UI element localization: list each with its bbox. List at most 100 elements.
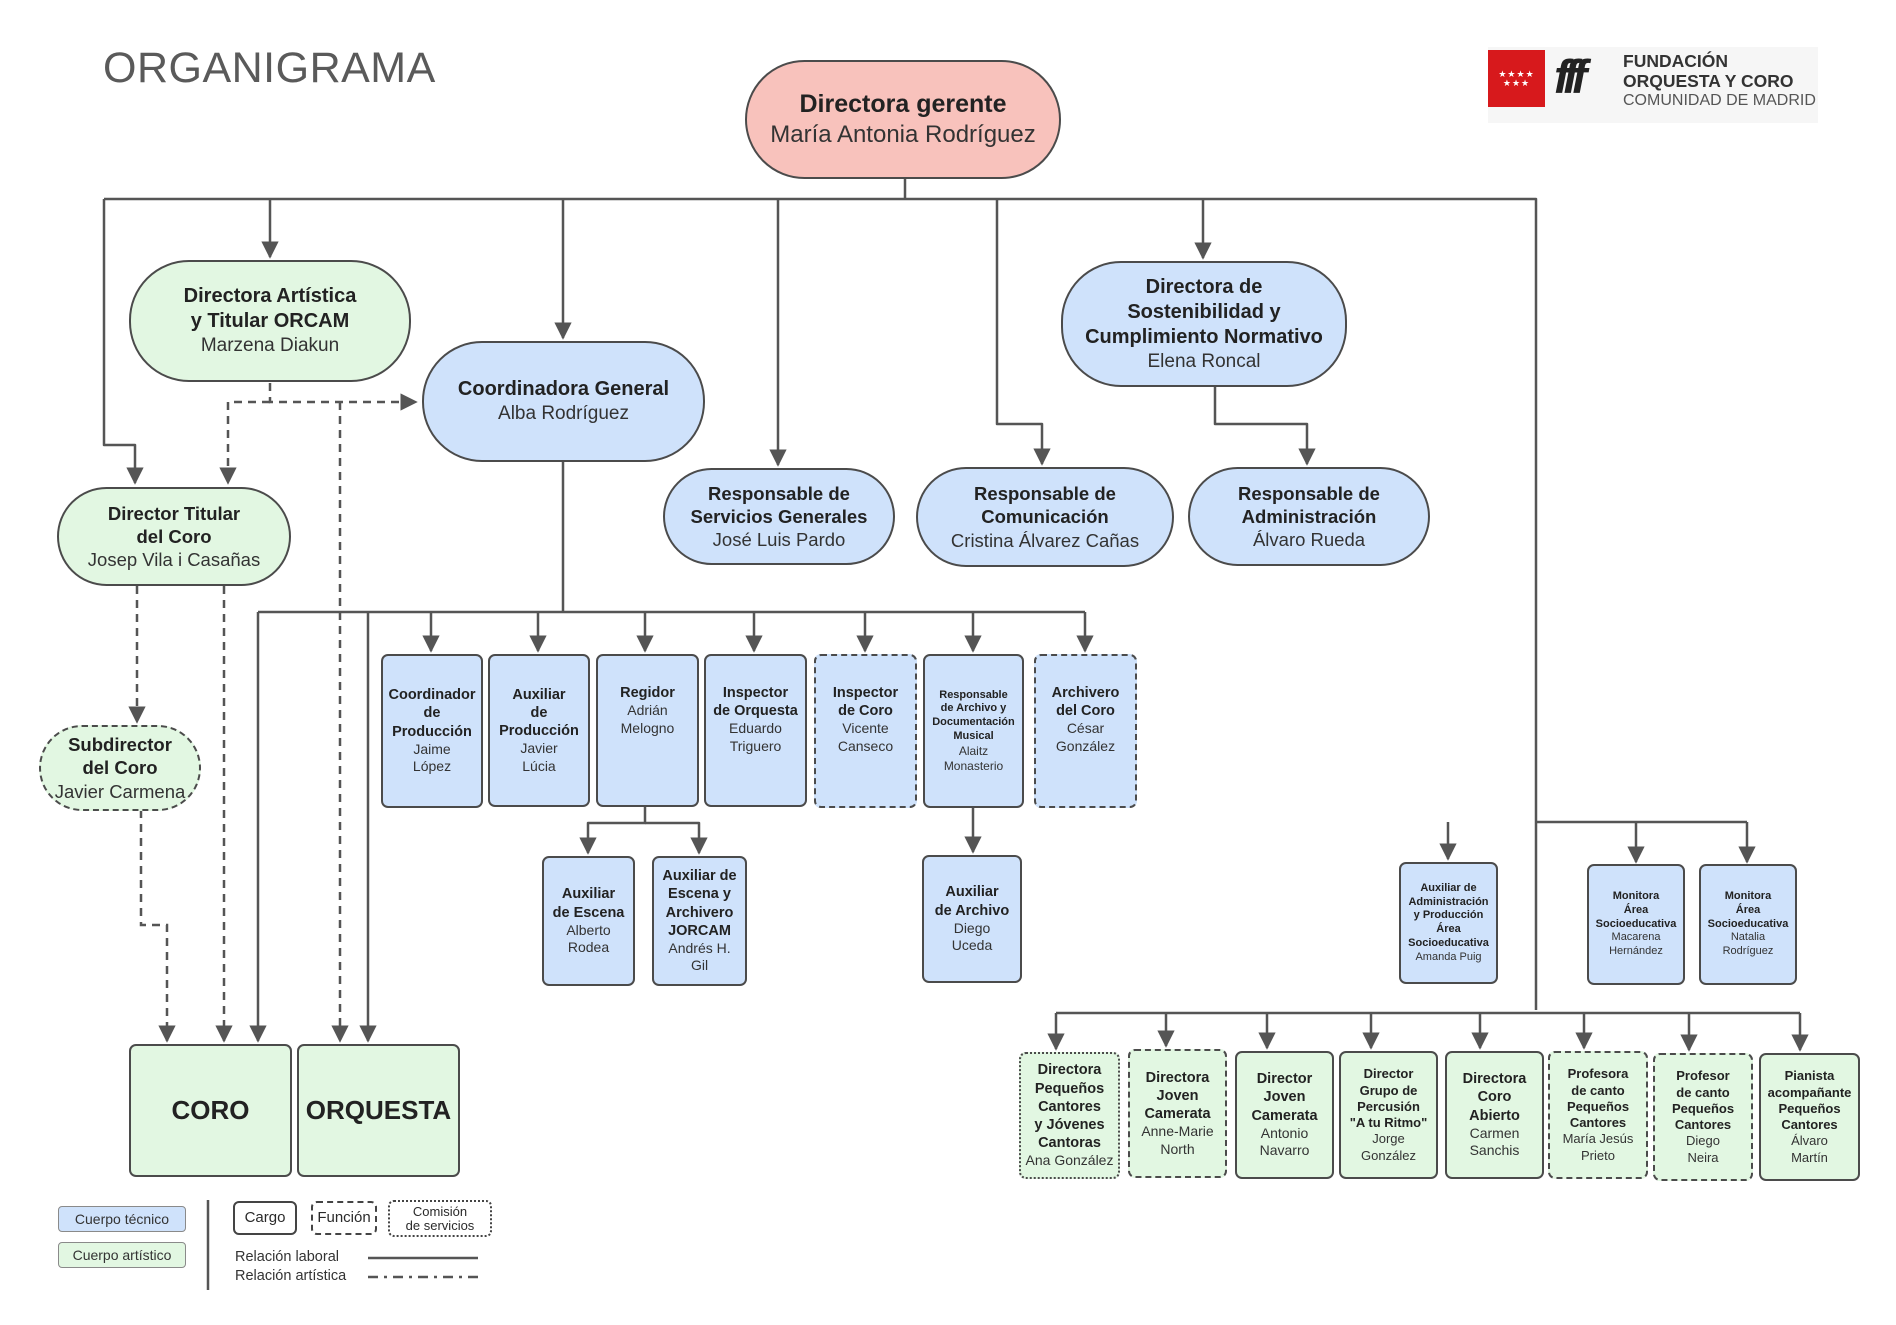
node-directora-joven-camerata: Directora Joven Camerata Anne-Marie Nort…	[1128, 1049, 1227, 1178]
node-title: Responsable de Administración	[1238, 482, 1380, 527]
node-title: Regidor	[620, 685, 675, 701]
node-title: Directora Coro Abierto	[1462, 1071, 1527, 1124]
node-monitora-socioeducativa-1: Monitora Área Socioeducativa Macarena He…	[1587, 864, 1685, 985]
node-auxiliar-produccion: Auxiliar de Producción Javier Lúcia	[488, 654, 590, 807]
node-name: Marzena Diakun	[200, 335, 340, 357]
node-name: Álvaro Rueda	[1252, 529, 1366, 551]
node-title: Directora gerente	[799, 89, 1007, 118]
node-name: Adrián Melogno	[620, 702, 675, 736]
node-name: Carmen Sanchis	[1469, 1124, 1520, 1159]
node-profesora-canto: Profesora de canto Pequeños Cantores Mar…	[1548, 1051, 1648, 1179]
node-directora-gerente: Directora gerente María Antonia Rodrígue…	[745, 60, 1061, 179]
node-auxiliar-escena: Auxiliar de Escena Alberto Rodea	[542, 856, 635, 986]
node-inspector-coro: Inspector de Coro Vicente Canseco	[814, 654, 917, 808]
node-auxiliar-archivo: Auxiliar de Archivo Diego Uceda	[922, 855, 1022, 983]
node-director-titular-coro: Director Titular del Coro Josep Vila i C…	[57, 487, 291, 586]
node-director-joven-camerata: Director Joven Camerata Antonio Navarro	[1235, 1051, 1334, 1179]
node-title: Auxiliar de Archivo	[934, 884, 1010, 919]
node-name: Josep Vila i Casañas	[87, 549, 261, 571]
node-title: Profesor de canto Pequeños Cantores	[1671, 1068, 1735, 1132]
node-pianista-acompanante: Pianista acompañante Pequeños Cantores Á…	[1759, 1053, 1860, 1181]
node-regidor: Regidor Adrián Melogno	[596, 654, 699, 807]
node-name: José Luis Pardo	[712, 529, 846, 551]
node-monitora-socioeducativa-2: Monitora Área Socioeducativa Natalia Rod…	[1699, 864, 1797, 985]
node-profesor-canto: Profesor de canto Pequeños Cantores Dieg…	[1653, 1053, 1753, 1181]
node-auxiliar-escena-archivero: Auxiliar de Escena y Archivero JORCAM An…	[652, 856, 747, 986]
node-title: ORQUESTA	[305, 1095, 452, 1126]
node-directora-artistica: Directora Artística y Titular ORCAM Marz…	[129, 260, 411, 382]
node-name: Jaime López	[412, 740, 452, 775]
node-title: Inspector de Orquesta	[713, 685, 798, 720]
node-title: Directora Artística y Titular ORCAM	[183, 285, 357, 333]
node-resp-comunicacion: Responsable de Comunicación Cristina Álv…	[916, 467, 1174, 567]
node-director-grupo-percusion: Director Grupo de Percusión "A tu Ritmo"…	[1339, 1051, 1438, 1179]
node-name: Ana González	[1025, 1152, 1114, 1169]
node-title: Auxiliar de Administración y Producción …	[1408, 881, 1489, 949]
flag-icon: ★★★★★★★	[1488, 50, 1545, 107]
legend-funcion: Función	[311, 1201, 377, 1235]
node-title: Director Joven Camerata	[1251, 1071, 1318, 1124]
node-name: Alaitz Monasterio	[943, 743, 1004, 773]
node-title: Responsable de Servicios Generales	[690, 482, 868, 527]
node-title: Directora Joven Camerata	[1144, 1069, 1211, 1123]
node-name: María Jesús Prieto	[1562, 1131, 1634, 1163]
node-subdirector-coro: Subdirector del Coro Javier Carmena	[39, 725, 201, 811]
node-directora-pequenos-cantores: Directora Pequeños Cantores y Jóvenes Ca…	[1019, 1052, 1120, 1179]
node-title: Auxiliar de Escena	[552, 886, 625, 921]
node-name: Amanda Puig	[1415, 950, 1482, 963]
logo-line-2: ORQUESTA Y CORO	[1623, 71, 1794, 91]
logo-line-3: COMUNIDAD DE MADRID	[1623, 92, 1816, 109]
node-name: Diego Uceda	[951, 919, 993, 954]
node-directora-coro-abierto: Directora Coro Abierto Carmen Sanchis	[1445, 1051, 1544, 1179]
fundacion-logo-icon: fff	[1554, 50, 1587, 103]
node-title: Monitora Área Socioeducativa	[1707, 890, 1789, 930]
node-title: Auxiliar de Escena y Archivero JORCAM	[662, 868, 737, 939]
node-name: Vicente Canseco	[837, 720, 894, 754]
node-name: Diego Neira	[1686, 1133, 1720, 1165]
node-title: Director Titular del Coro	[107, 502, 241, 547]
node-name: Natalia Rodríguez	[1722, 931, 1774, 958]
node-auxiliar-admin-socioeducativa: Auxiliar de Administración y Producción …	[1399, 862, 1498, 984]
node-title: Inspector de Coro	[832, 685, 899, 720]
node-title: Director Grupo de Percusión "A tu Ritmo"	[1349, 1066, 1428, 1130]
legend-cuerpo-tecnico: Cuerpo técnico	[58, 1206, 186, 1232]
page-title: ORGANIGRAMA	[103, 44, 436, 92]
node-coordinadora-general: Coordinadora General Alba Rodríguez	[422, 341, 705, 462]
node-title: Subdirector del Coro	[68, 734, 172, 779]
node-name: Antonio Navarro	[1259, 1124, 1310, 1159]
node-title: Profesora de canto Pequeños Cantores	[1566, 1066, 1630, 1130]
node-title: Coordinador de Producción	[388, 687, 476, 740]
node-title: CORO	[171, 1095, 250, 1126]
node-title: Auxiliar de Producción	[499, 686, 579, 740]
node-title: Archivero del Coro	[1051, 685, 1120, 720]
node-title: Directora de Sostenibilidad y Cumplimien…	[1085, 275, 1323, 348]
node-title: Responsable de Archivo y Documentación M…	[932, 688, 1015, 742]
node-name: Alberto Rodea	[566, 921, 611, 956]
node-name: Macarena Hernández	[1609, 931, 1663, 958]
node-title: Responsable de Comunicación	[974, 483, 1116, 528]
legend-cargo: Cargo	[233, 1201, 297, 1235]
node-coordinador-produccion: Coordinador de Producción Jaime López	[381, 654, 483, 808]
node-name: Eduardo Triguero	[729, 720, 782, 754]
node-coro: CORO	[129, 1044, 292, 1177]
node-name: Andrés H. Gil	[668, 939, 731, 974]
node-name: Jorge González	[1361, 1131, 1416, 1163]
logo: ★★★★★★★ fff FUNDACIÓN ORQUESTA Y CORO CO…	[1488, 47, 1818, 123]
legend-relacion-laboral: Relación laboral	[235, 1249, 339, 1265]
node-title: Coordinadora General	[457, 378, 670, 401]
node-name: Javier Carmena	[54, 780, 186, 802]
node-name: Elena Roncal	[1147, 350, 1261, 372]
legend-cuerpo-artistico: Cuerpo artístico	[58, 1242, 186, 1268]
node-title: Directora Pequeños Cantores y Jóvenes Ca…	[1034, 1062, 1105, 1151]
node-title: Monitora Área Socioeducativa	[1595, 890, 1677, 930]
node-directora-sostenibilidad: Directora de Sostenibilidad y Cumplimien…	[1061, 261, 1347, 387]
legend-comision-servicios: Comisión de servicios	[388, 1200, 492, 1237]
node-archivero-coro: Archivero del Coro César González	[1034, 654, 1137, 808]
node-name: Anne-Marie North	[1141, 1123, 1214, 1157]
node-name: Javier Lúcia	[520, 740, 558, 774]
node-title: Pianista acompañante Pequeños Cantores	[1767, 1068, 1852, 1132]
node-name: César González	[1055, 720, 1116, 754]
logo-line-1: FUNDACIÓN	[1623, 51, 1728, 71]
node-name: Alba Rodríguez	[498, 403, 629, 425]
